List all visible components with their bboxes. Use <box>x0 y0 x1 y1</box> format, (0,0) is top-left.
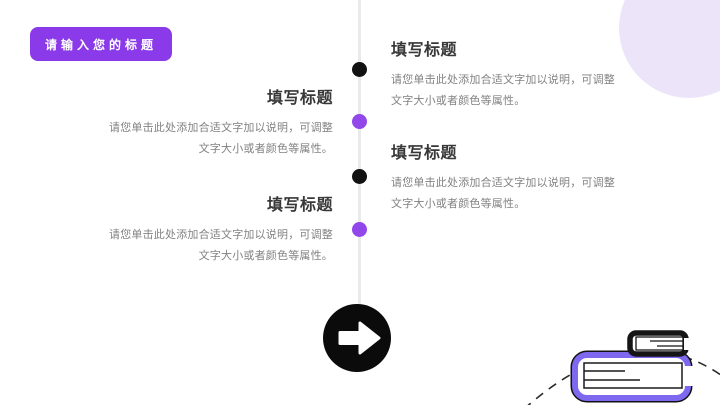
item-body-line1: 请您单击此处添加合适文字加以说明，可调整 <box>391 74 615 86</box>
item-body: 请您单击此处添加合适文字加以说明，可调整 文字大小或者颜色等属性。 <box>98 225 333 267</box>
books-illustration <box>527 330 720 405</box>
item-body-line1: 请您单击此处添加合适文字加以说明，可调整 <box>109 122 333 134</box>
item-body-line2: 文字大小或者颜色等属性。 <box>391 198 526 210</box>
timeline-line <box>358 0 361 304</box>
item-body-line2: 文字大小或者颜色等属性。 <box>198 143 333 155</box>
next-button[interactable] <box>323 304 391 372</box>
timeline-dot-3 <box>352 169 367 184</box>
item-body: 请您单击此处添加合适文字加以说明，可调整 文字大小或者颜色等属性。 <box>98 118 333 160</box>
corner-circle-decoration <box>619 0 720 98</box>
right-arrow-icon <box>338 321 381 355</box>
slide-title-badge[interactable]: 请输入您的标题 <box>30 27 173 61</box>
timeline-item-2: 填写标题 请您单击此处添加合适文字加以说明，可调整 文字大小或者颜色等属性。 <box>98 88 333 160</box>
timeline-item-3: 填写标题 请您单击此处添加合适文字加以说明，可调整 文字大小或者颜色等属性。 <box>391 143 626 215</box>
item-body-line1: 请您单击此处添加合适文字加以说明，可调整 <box>391 177 615 189</box>
timeline-item-4: 填写标题 请您单击此处添加合适文字加以说明，可调整 文字大小或者颜色等属性。 <box>98 195 333 267</box>
timeline-dot-4 <box>352 222 367 237</box>
item-body-line2: 文字大小或者颜色等属性。 <box>198 250 333 262</box>
item-title: 填写标题 <box>266 197 333 214</box>
timeline-item-1: 填写标题 请您单击此处添加合适文字加以说明，可调整 文字大小或者颜色等属性。 <box>391 40 626 112</box>
item-title: 填写标题 <box>391 42 458 59</box>
slide-title-text: 请输入您的标题 <box>45 37 158 52</box>
timeline-dot-1 <box>352 62 367 77</box>
item-title: 填写标题 <box>391 145 458 162</box>
item-body: 请您单击此处添加合适文字加以说明，可调整 文字大小或者颜色等属性。 <box>391 70 626 112</box>
item-body-line2: 文字大小或者颜色等属性。 <box>391 95 526 107</box>
item-body: 请您单击此处添加合适文字加以说明，可调整 文字大小或者颜色等属性。 <box>391 173 626 215</box>
item-body-line1: 请您单击此处添加合适文字加以说明，可调整 <box>109 229 333 241</box>
books-icon <box>570 330 696 403</box>
timeline-dot-2 <box>352 114 367 129</box>
dashed-arc <box>527 350 720 405</box>
item-title: 填写标题 <box>266 90 333 107</box>
